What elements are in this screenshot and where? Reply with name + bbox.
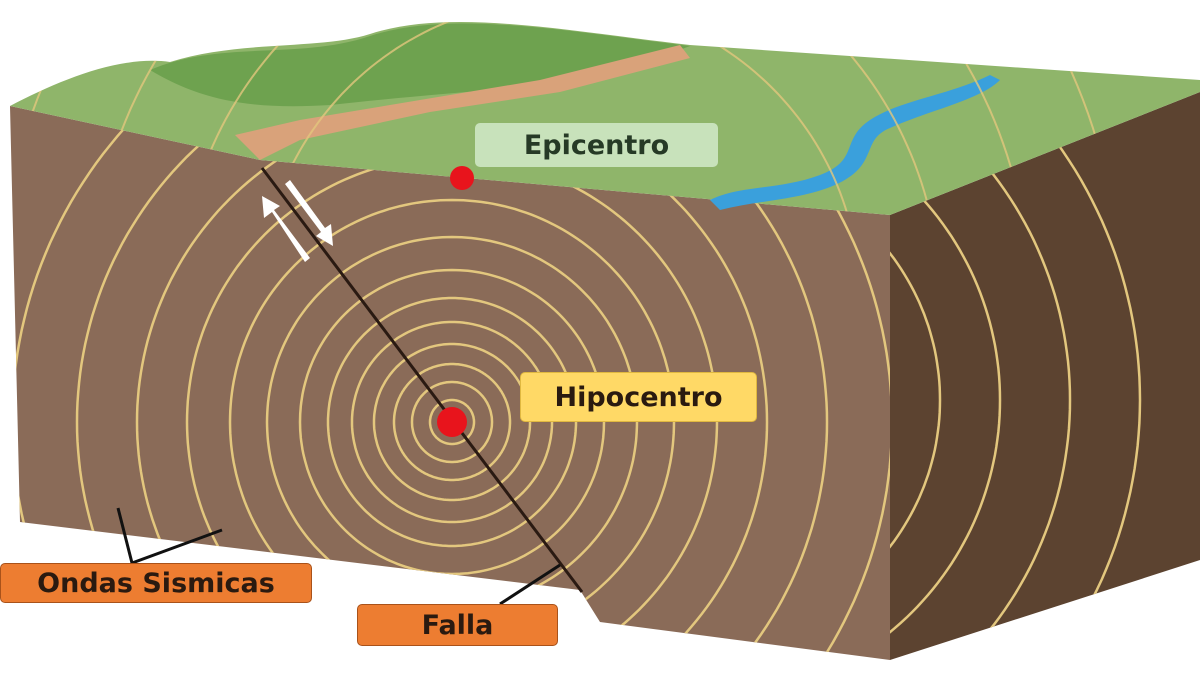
wave-ring (258, 21, 861, 216)
wave-ring (372, 342, 532, 502)
epicenter-dot (450, 166, 474, 190)
wave-ring (265, 235, 639, 609)
fault-slip-arrows-icon (262, 180, 333, 262)
river (710, 75, 1000, 210)
wave-ring (392, 362, 512, 482)
hypocenter-dot (437, 407, 467, 437)
epicenter-label: Epicentro (475, 123, 718, 167)
wave-ring (350, 320, 554, 524)
wave-ring (428, 398, 476, 446)
hills (150, 23, 690, 107)
fault-line (260, 167, 584, 593)
fault-label: Falla (357, 604, 558, 646)
seismic-waves-label: Ondas Sismicas (0, 563, 312, 603)
wave-ring (298, 268, 606, 576)
wave-ring (410, 380, 494, 464)
block-side-face (890, 92, 1200, 660)
wave-ring (326, 296, 578, 548)
fault-leader-line (499, 563, 561, 606)
cliff-scarp (235, 45, 690, 160)
hypocenter-label: Hipocentro (520, 372, 757, 422)
wave-ring (890, 98, 1002, 660)
